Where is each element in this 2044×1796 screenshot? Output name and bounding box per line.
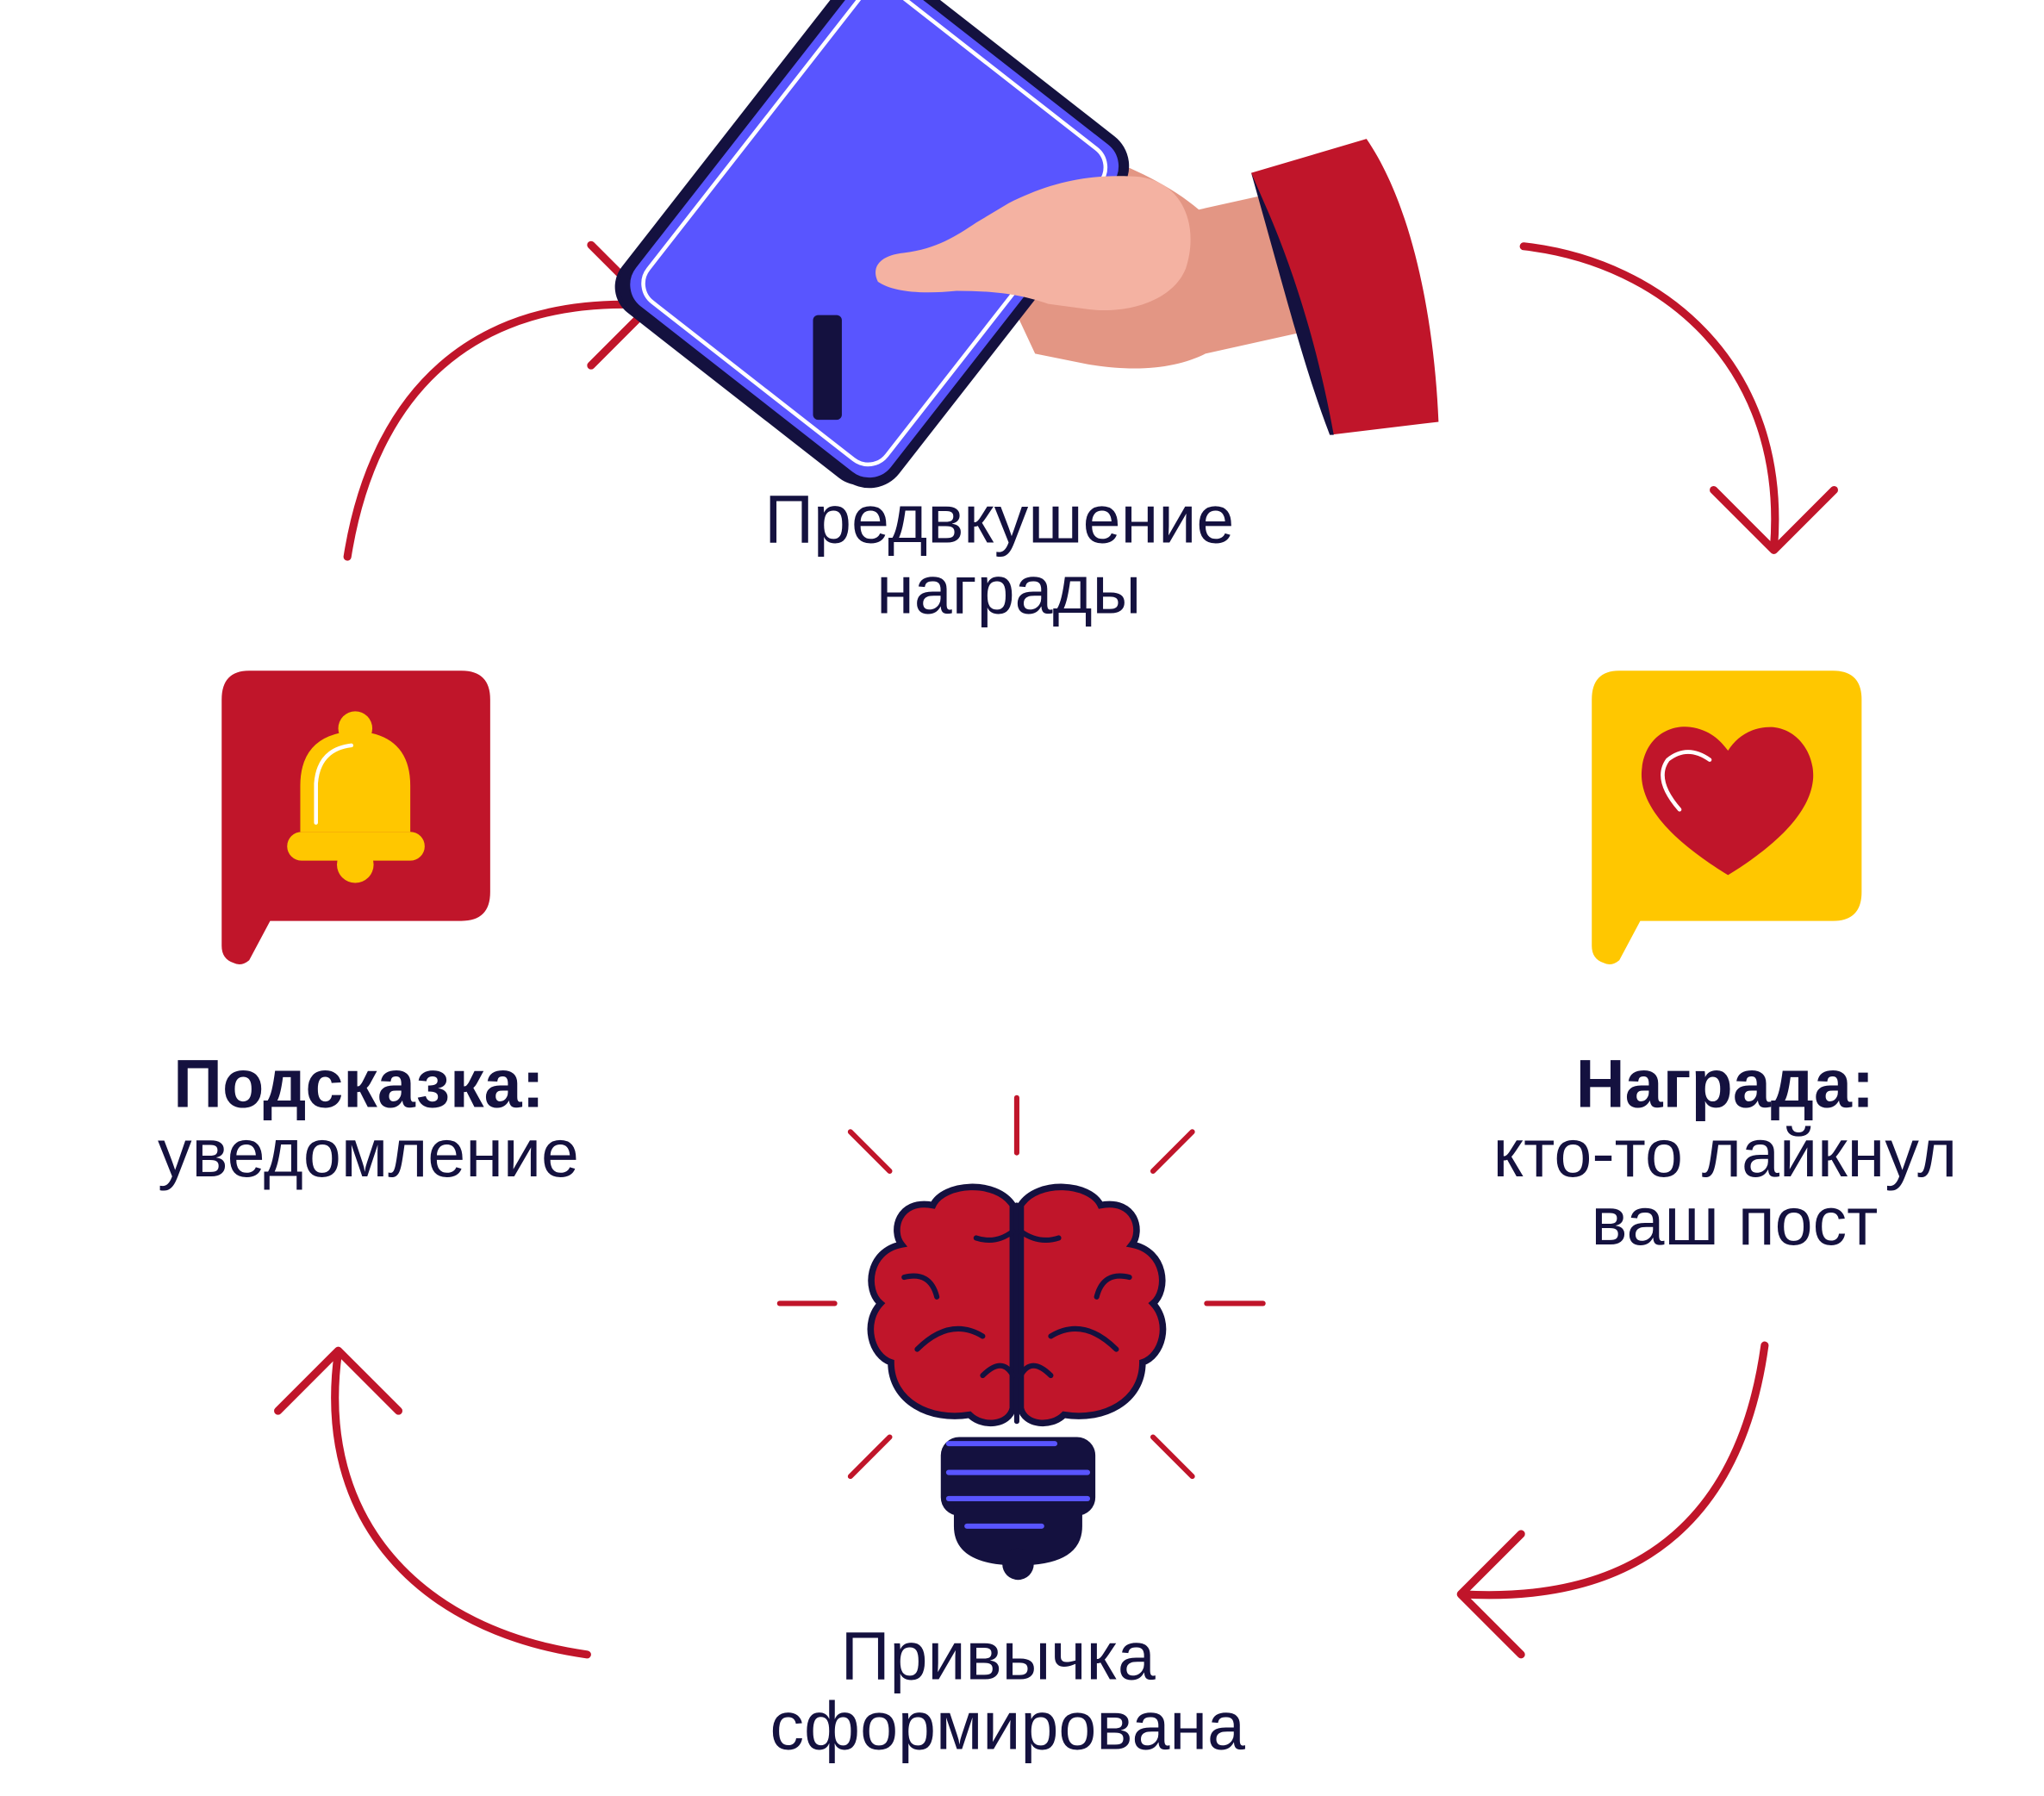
arrow-anticipation-to-reward (1519, 242, 1838, 554)
reward-line1: кто-то лайкнул (1493, 1114, 1958, 1191)
arrow-cue-to-anticipation (343, 240, 656, 561)
reward-title: Награда: (1576, 1045, 1875, 1121)
cue-line1: уведомление (158, 1114, 579, 1191)
habit-label: Привычка сформирована (770, 1618, 1246, 1764)
brain-bulb-icon (776, 1094, 1266, 1581)
reward-line2: ваш пост (1591, 1182, 1878, 1259)
anticipation-line1: Предвкушение (764, 480, 1234, 557)
cue-label: Подсказка: уведомление (158, 1045, 579, 1191)
arrow-habit-to-cue (274, 1346, 591, 1659)
hand-phone-icon (614, 0, 1439, 489)
anticipation-label: Предвкушение награды (764, 480, 1253, 627)
light-rays (776, 1094, 1266, 1480)
heart-icon (1592, 670, 1862, 964)
habit-line2: сформирована (770, 1687, 1246, 1763)
reward-label: Награда: кто-то лайкнул ваш пост (1493, 1045, 1977, 1259)
cue-title: Подсказка: (173, 1045, 545, 1121)
anticipation-line2: награды (876, 551, 1141, 627)
habit-line1: Привычка (841, 1618, 1156, 1694)
arrow-reward-to-habit (1456, 1341, 1769, 1659)
bell-icon (221, 670, 490, 964)
